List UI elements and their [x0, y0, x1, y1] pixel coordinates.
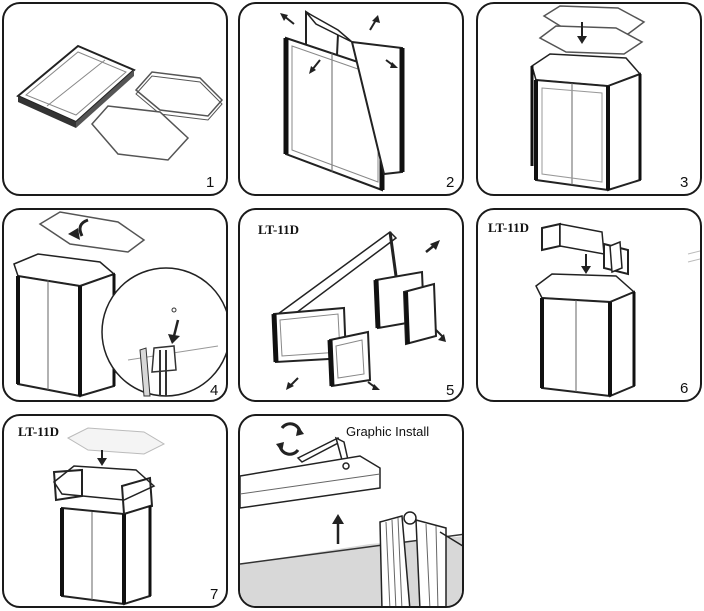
- graphic-install-panel: Graphic Install: [238, 414, 464, 608]
- graphic-install-illustration: [240, 422, 462, 606]
- step-number: 1: [206, 174, 215, 191]
- step-number: 6: [680, 380, 689, 397]
- step-2-illustration: [280, 10, 405, 192]
- step-7-illustration: [52, 427, 166, 606]
- step-5-panel: LT-11D 5: [238, 208, 464, 402]
- step-7-panel: LT-11D 7: [2, 414, 228, 608]
- step-5-illustration: [271, 231, 446, 390]
- step-6-panel: LT-11D 6: [476, 208, 702, 402]
- step-number: 2: [446, 174, 455, 191]
- step-1-panel: 1: [2, 2, 228, 196]
- step-3-illustration: [530, 5, 646, 192]
- step-number: 4: [210, 382, 219, 399]
- model-label: LT-11D: [18, 424, 59, 439]
- step-6-illustration: [535, 222, 700, 398]
- step-number: 5: [446, 382, 455, 399]
- step-number: 3: [680, 174, 689, 191]
- rotate-icon: [276, 422, 304, 456]
- step-2-panel: 2: [238, 2, 464, 196]
- step-4-illustration: [13, 211, 226, 398]
- model-label: LT-11D: [258, 222, 299, 237]
- step-1-illustration: [16, 44, 224, 161]
- step-3-panel: 3: [476, 2, 702, 196]
- step-number: 7: [210, 586, 219, 603]
- model-label: LT-11D: [488, 220, 529, 235]
- graphic-install-title: Graphic Install: [346, 424, 430, 439]
- step-4-panel: 4: [2, 208, 228, 402]
